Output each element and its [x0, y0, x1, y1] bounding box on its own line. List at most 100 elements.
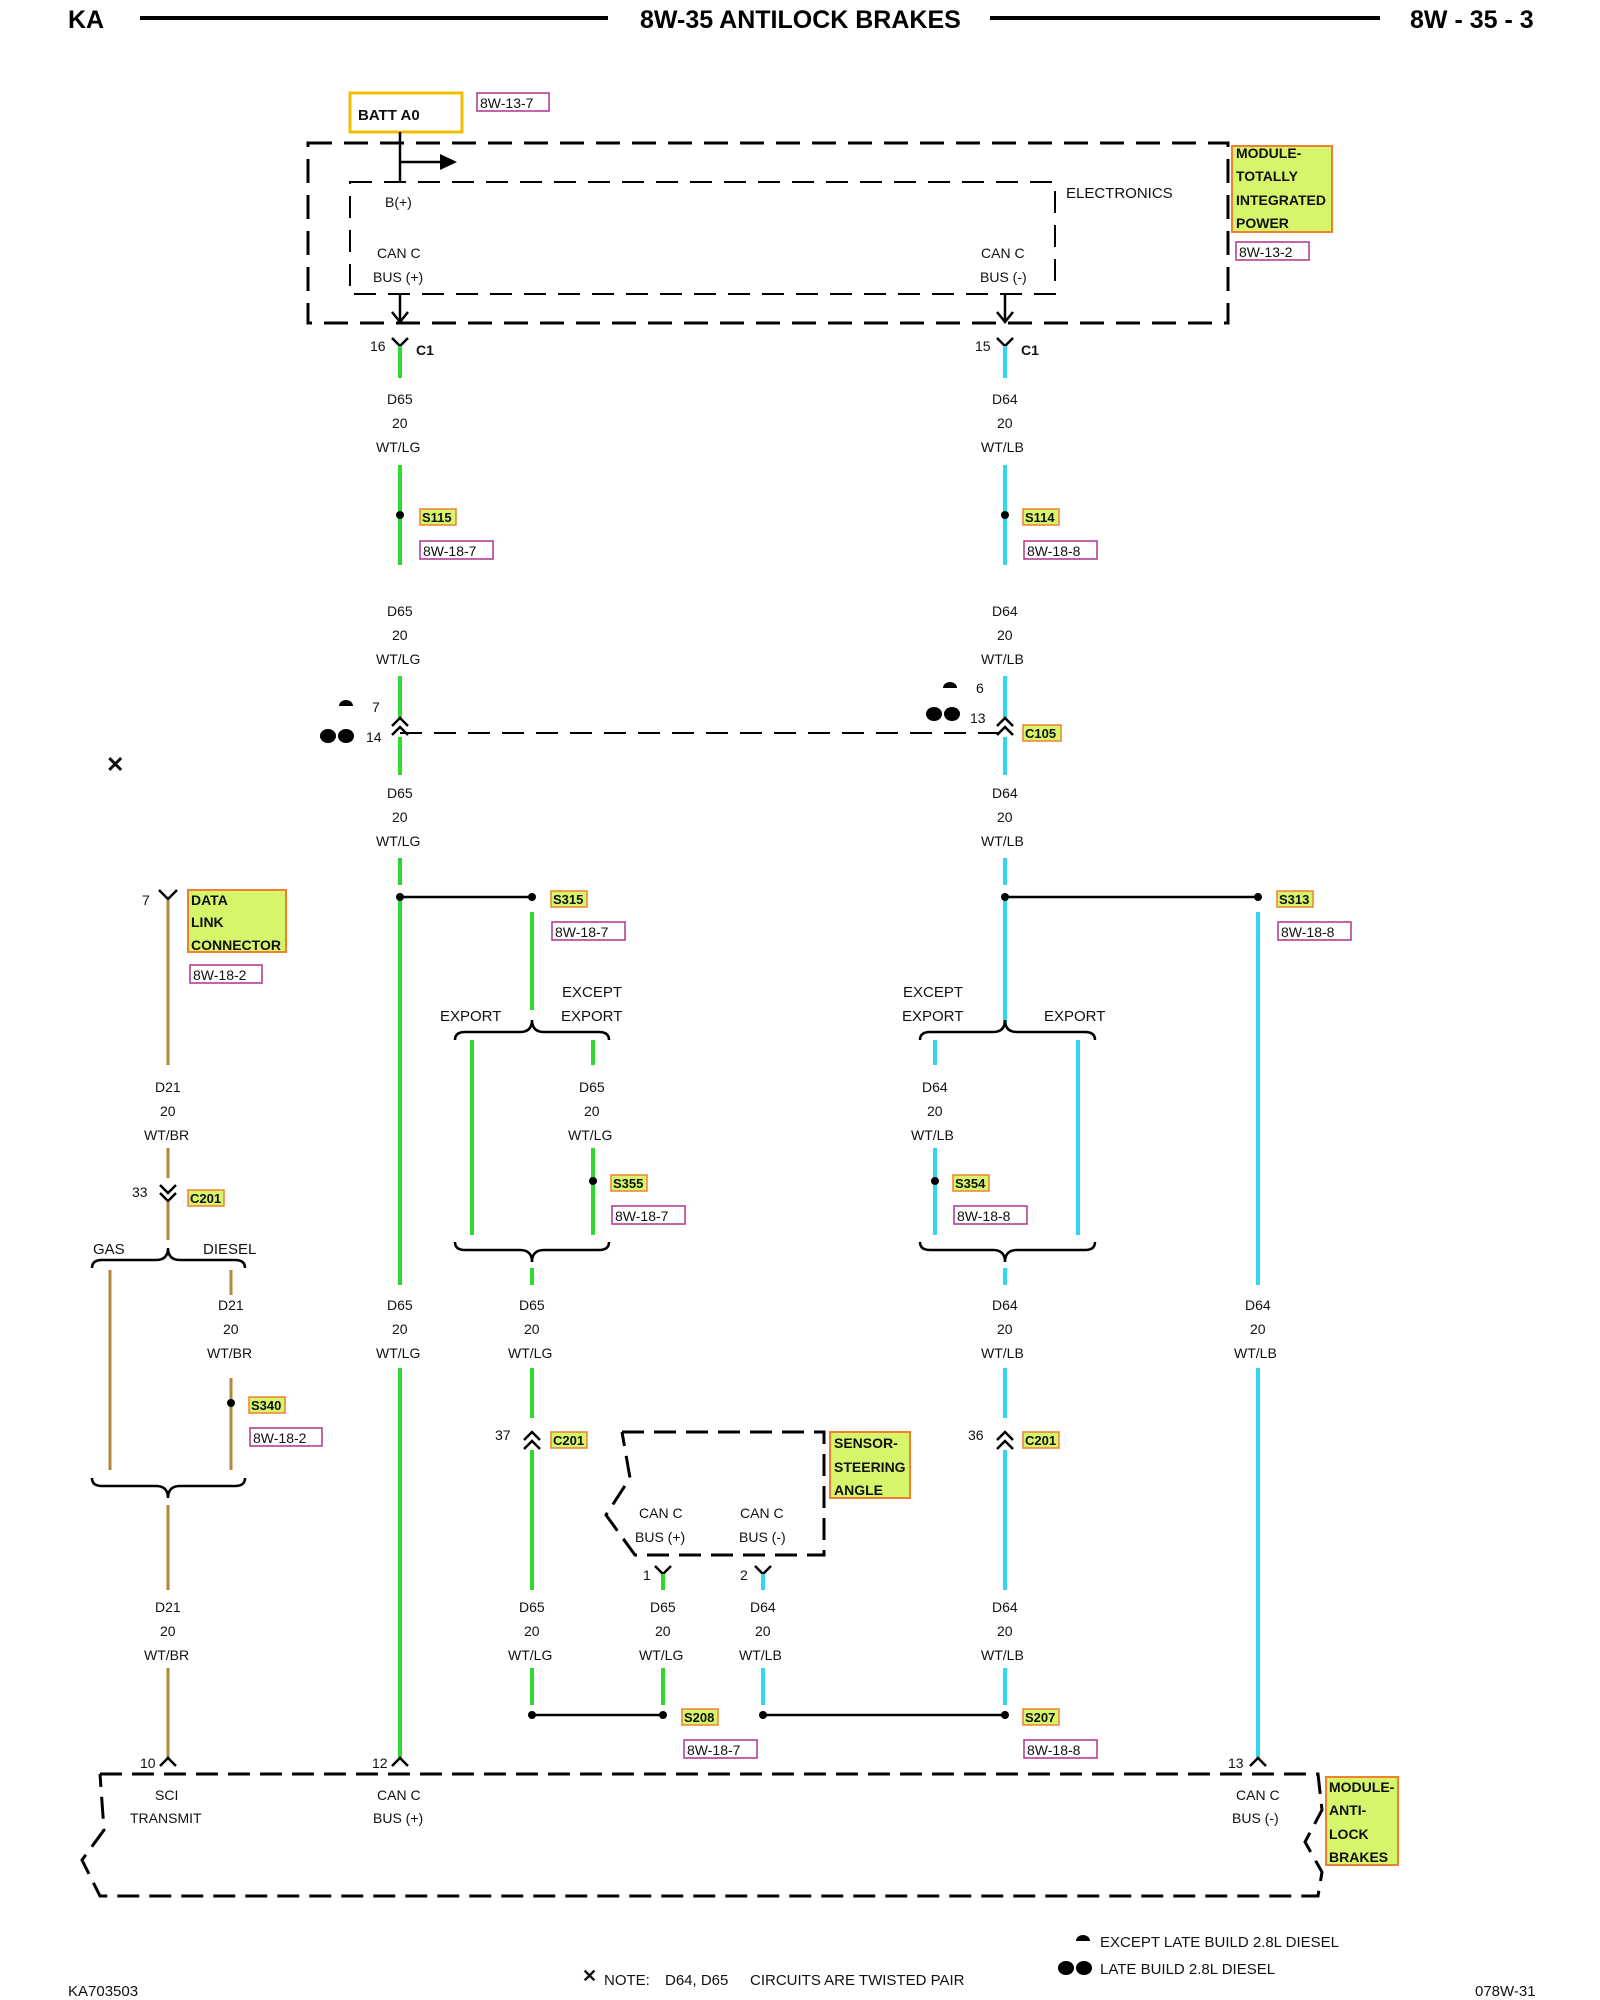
s207-ref[interactable]: 8W-18-8 — [1027, 1742, 1081, 1758]
wire-label-color: WT/LG — [508, 1647, 552, 1663]
header-left: KA — [68, 6, 105, 34]
option-brace-bottom-gas — [90, 1477, 247, 1499]
wire-label-gauge: 20 — [997, 1321, 1013, 1337]
sas-name-2: STEERING — [834, 1459, 906, 1475]
wire-label-code: D64 — [922, 1079, 948, 1095]
tipm-can-plus-2: BUS (+) — [373, 269, 423, 285]
c1-label-left: C1 — [416, 342, 434, 358]
wire-label-color: WT/LG — [376, 1345, 420, 1361]
wire-label-code: D64 — [992, 603, 1018, 619]
s313-ref[interactable]: 8W-18-8 — [1281, 924, 1335, 940]
wire-label-gauge: 20 — [927, 1103, 943, 1119]
abs-pin10-icon — [159, 1756, 177, 1767]
option-except-export-left: EXPORT — [561, 1008, 622, 1025]
batt-ref[interactable]: 8W-13-7 — [480, 95, 534, 111]
tipm-name-2: TOTALLY — [1236, 168, 1299, 184]
s354-box — [952, 1174, 990, 1192]
s354-ref[interactable]: 8W-18-8 — [957, 1208, 1011, 1224]
s208-ref-box — [683, 1739, 758, 1759]
s355-label: S355 — [613, 1176, 643, 1191]
tipm-name-3: INTEGRATED — [1236, 192, 1326, 208]
note-circuits: D64, D65 — [665, 1972, 728, 1989]
s114-box — [1022, 508, 1060, 526]
wire-label-color: WT/LB — [981, 1345, 1024, 1361]
wire-label-code: D65 — [387, 1297, 413, 1313]
dlc-name-box — [187, 889, 287, 953]
wire-label-color: WT/LG — [508, 1345, 552, 1361]
wire-label-color: WT/LG — [376, 439, 420, 455]
s208-ref[interactable]: 8W-18-7 — [687, 1742, 741, 1758]
s207-ref-box — [1023, 1739, 1098, 1759]
c1-pin16-number: 16 — [370, 338, 386, 354]
s207-label: S207 — [1025, 1710, 1055, 1725]
c1-label-right: C1 — [1021, 342, 1039, 358]
sas-can-plus-2: BUS (+) — [635, 1529, 685, 1545]
c201-pin33-icon — [159, 1184, 177, 1195]
footer-left-code: KA703503 — [68, 1983, 138, 2000]
s340-ref[interactable]: 8W-18-2 — [253, 1430, 307, 1446]
single-build-icon — [943, 682, 957, 688]
wire-label-code: D65 — [387, 391, 413, 407]
c201-label: C201 — [1025, 1433, 1056, 1448]
wire-label-code: D64 — [992, 1599, 1018, 1615]
option-gas: GAS — [93, 1241, 125, 1258]
wire-label-code: D65 — [519, 1599, 545, 1615]
tipm-ref[interactable]: 8W-13-2 — [1239, 244, 1293, 260]
wire-label-gauge: 20 — [392, 415, 408, 431]
wire-label-code: D65 — [650, 1599, 676, 1615]
splice-s208-dot — [659, 1711, 667, 1719]
sas-pin1: 1 — [643, 1567, 651, 1583]
wire-label-color: WT/LB — [981, 1647, 1024, 1663]
s355-box — [610, 1174, 648, 1192]
s115-ref-box — [419, 540, 494, 560]
tipm-can-minus-1: CAN C — [981, 245, 1025, 261]
s315-ref-box — [551, 921, 626, 941]
s114-ref[interactable]: 8W-18-8 — [1027, 543, 1081, 559]
wire-label-color: WT/LG — [639, 1647, 683, 1663]
batt-arrow-icon — [440, 154, 457, 170]
wire-label-code: D65 — [387, 603, 413, 619]
s355-ref[interactable]: 8W-18-7 — [615, 1208, 669, 1224]
s115-ref[interactable]: 8W-18-7 — [423, 543, 477, 559]
s315-ref[interactable]: 8W-18-7 — [555, 924, 609, 940]
s340-box — [248, 1396, 286, 1414]
sas-name-box — [829, 1431, 911, 1499]
splice-s355-dot — [589, 1177, 597, 1185]
c201-label: C201 — [553, 1433, 584, 1448]
c201-box — [1022, 1431, 1060, 1449]
wire-label-color: WT/LB — [981, 651, 1024, 667]
dlc-pin-icon — [158, 889, 178, 901]
wire-label-code: D65 — [579, 1079, 605, 1095]
s355-ref-box — [611, 1205, 686, 1225]
sas-can-minus-1: CAN C — [740, 1505, 784, 1521]
legend-single-icon — [1076, 1935, 1090, 1941]
page-title: 8W-35 ANTILOCK BRAKES — [640, 6, 961, 34]
s207-box — [1022, 1708, 1060, 1726]
c201-pin36-icon — [996, 1439, 1014, 1450]
batt-label-box — [348, 91, 464, 134]
wire-label-color: WT/LG — [376, 833, 420, 849]
sas-can-minus-2: BUS (-) — [739, 1529, 786, 1545]
s115-box — [419, 508, 457, 526]
dlc-ref[interactable]: 8W-18-2 — [193, 967, 247, 983]
tipm-module-outline — [306, 141, 1230, 325]
splice-s340-dot — [227, 1399, 235, 1407]
abs-can-plus-2: BUS (+) — [373, 1810, 423, 1826]
batt-label: BATT A0 — [358, 107, 420, 124]
double-build-icon — [926, 707, 960, 721]
batt-ref-box — [476, 92, 550, 112]
abs-can-plus-1: CAN C — [377, 1787, 421, 1803]
s315-label: S315 — [553, 892, 583, 907]
option-brace-top-gas — [90, 1247, 247, 1269]
sas-pin2: 2 — [740, 1567, 748, 1583]
s354-ref-box — [953, 1205, 1028, 1225]
c201-pin37-icon — [523, 1430, 541, 1441]
c105-pin-left-icon — [391, 725, 409, 736]
abs-pin12-icon — [391, 1756, 409, 1767]
c105-label: C105 — [1025, 726, 1056, 741]
tipm-b-plus: B(+) — [385, 194, 412, 210]
c105-pin-right-double: 13 — [970, 710, 986, 726]
tipm-pin15-arrow-icon — [996, 311, 1014, 325]
wire-label-color: WT/LG — [376, 651, 420, 667]
